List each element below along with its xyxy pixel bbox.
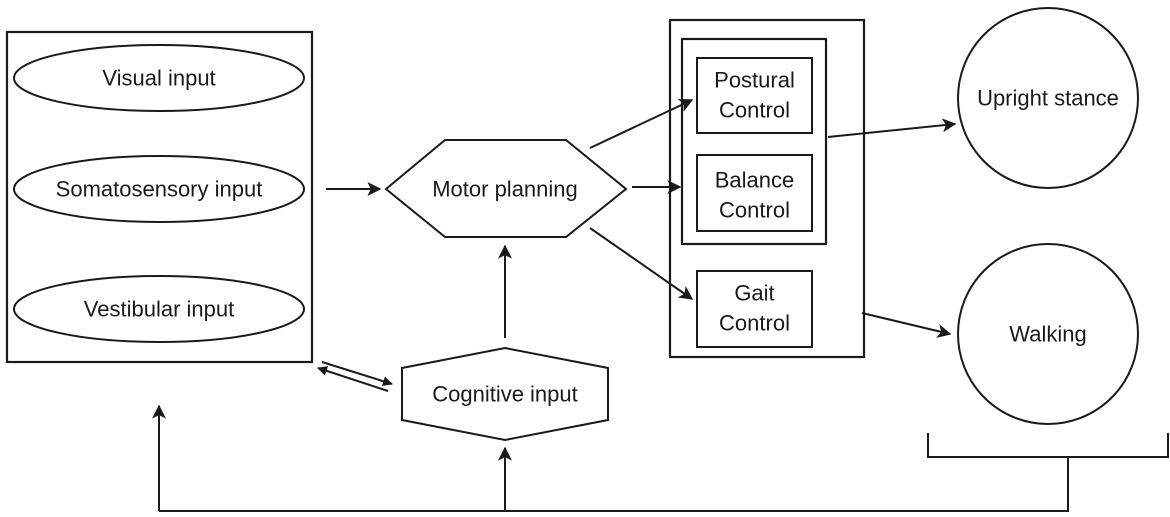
visual-input-ellipse [13,44,305,112]
upright-stance-label: Upright stance [977,86,1119,111]
walking-circle [957,243,1139,425]
postural-control-label-line2: Control [719,98,790,123]
sensory-input-box [5,30,314,364]
postural-balance-group-box [680,37,828,246]
motor-planning-hexagon [384,139,628,238]
vestibular-input-ellipse [13,275,305,343]
arrow-motor-to-postural [589,99,694,149]
outcome-bracket [927,433,1169,458]
postural-control-label-line1: Postural [714,68,795,93]
arrow-motor-to-gait [589,227,694,300]
balance-control-box [696,154,813,232]
arrow-control-to-walking [861,312,952,338]
gait-control-label-line1: Gait [734,281,774,306]
arrow-control-to-upright-stance [827,118,957,138]
cognitive-input-hexagon [401,346,609,442]
visual-input-label: Visual input [102,66,215,91]
postural-control-box [696,57,813,134]
balance-control-label-line1: Balance [715,168,795,193]
arrow-sensory-to-cognitive [321,361,393,387]
arrow-cognitive-to-sensory [317,366,389,392]
gait-control-box [696,270,813,348]
balance-control-label-line2: Control [719,198,790,223]
somatosensory-input-label: Somatosensory input [56,177,263,202]
somatosensory-input-ellipse [13,155,305,223]
feedback-line [159,457,1069,512]
walking-label: Walking [1009,322,1086,347]
motor-planning-label: Motor planning [432,177,578,202]
cognitive-input-label: Cognitive input [432,382,578,407]
gait-control-label-line2: Control [719,311,790,336]
vestibular-input-label: Vestibular input [84,297,234,322]
upright-stance-circle [957,7,1139,189]
